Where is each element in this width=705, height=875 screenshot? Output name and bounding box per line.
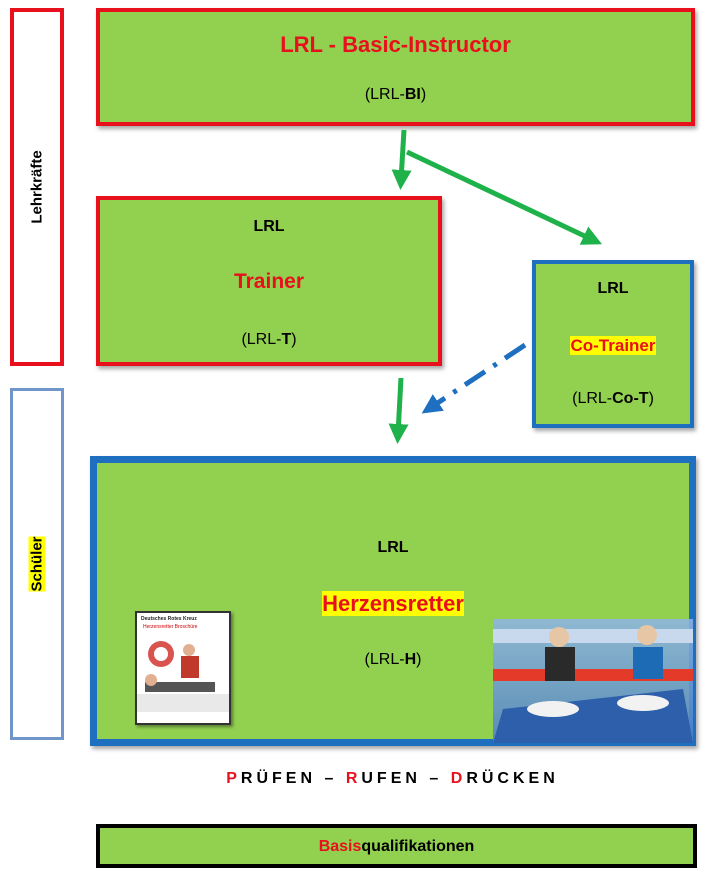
- basisqualifikationen-bar: Basisqualifikationen: [96, 824, 697, 868]
- booklet-illustration: [137, 641, 229, 712]
- basic-instructor-box: LRL - Basic-Instructor (LRL-BI): [96, 8, 695, 126]
- students-side-label: Schüler: [10, 388, 64, 740]
- herzensretter-box: LRL Herzensretter (LRL-H) Deutsches Rote…: [90, 456, 696, 746]
- cpr-training-photo: [493, 619, 693, 743]
- basic-instructor-abbr: (LRL-BI): [364, 86, 427, 103]
- trainer-box: LRL Trainer (LRL-T): [96, 196, 442, 366]
- co-trainer-title-wrap: Co-Trainer: [536, 336, 690, 356]
- herzensretter-title-wrap: Herzensretter: [97, 591, 689, 617]
- herzensretter-booklet-image: Deutsches Rotes Kreuz Herzensretter Bros…: [135, 611, 231, 725]
- co-trainer-abbr: (LRL-Co-T): [572, 390, 654, 407]
- herzensretter-abbr: (LRL-H): [364, 651, 422, 668]
- co-trainer-box: LRL Co-Trainer (LRL-Co-T): [532, 260, 694, 428]
- basic-instructor-title: LRL - Basic-Instructor: [280, 32, 511, 57]
- arrow-co-trainer-to-herzensretter: [421, 342, 527, 414]
- trainer-abbr: (LRL-T): [241, 331, 297, 348]
- herzensretter-title: Herzensretter: [322, 591, 464, 616]
- booklet-title: Herzensretter Broschüre: [143, 624, 198, 630]
- co-trainer-title: Co-Trainer: [570, 336, 656, 355]
- arrow-bi-to-co-trainer: [405, 149, 603, 245]
- teachers-side-label: Lehrkräfte: [10, 8, 64, 366]
- basisqualifikationen-label: Basisqualifikationen: [318, 838, 475, 855]
- trainer-title: Trainer: [233, 270, 305, 293]
- arrow-trainer-to-herzensretter: [388, 377, 409, 444]
- co-trainer-top: LRL: [597, 280, 629, 297]
- trainer-top: LRL: [253, 218, 285, 235]
- herzensretter-top: LRL: [377, 539, 409, 556]
- booklet-header: Deutsches Rotes Kreuz: [141, 616, 197, 622]
- arrow-bi-to-trainer: [391, 129, 412, 190]
- motto-line: PRÜFEN – RUFEN – DRÜCKEN: [226, 770, 559, 787]
